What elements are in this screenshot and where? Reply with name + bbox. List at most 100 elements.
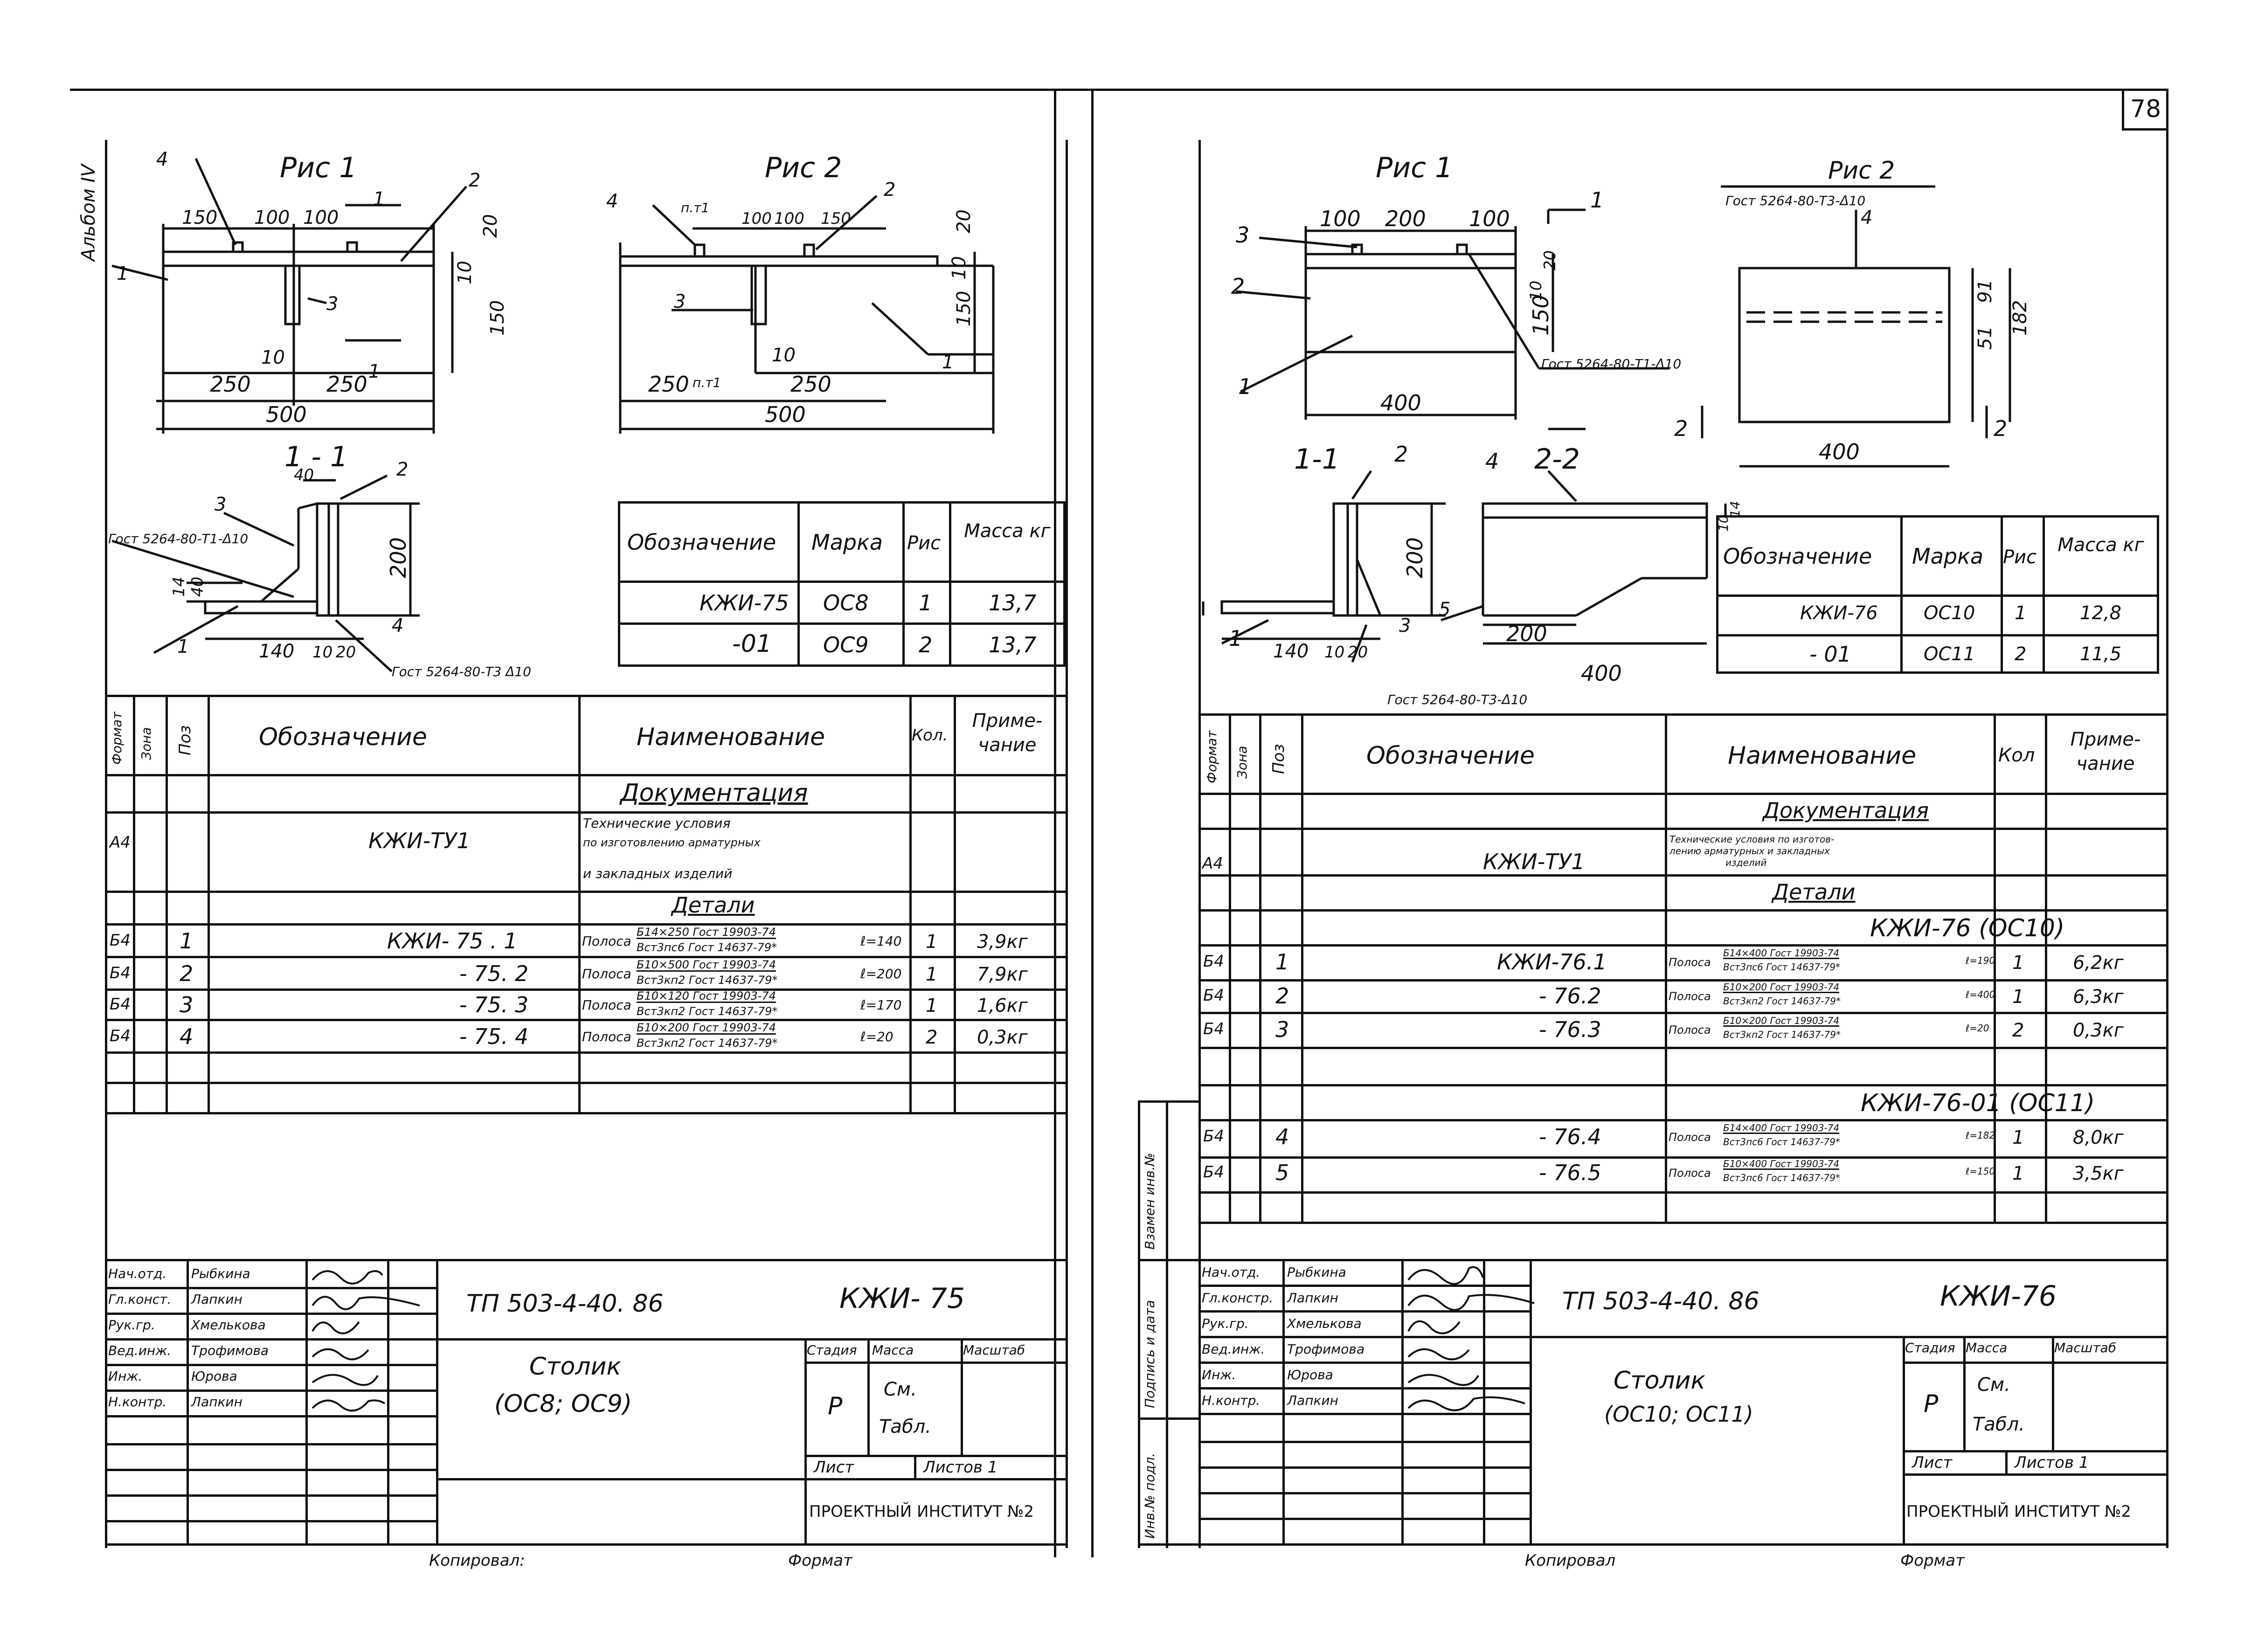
- right-spec-r5-name: Полоса: [1669, 1167, 1711, 1180]
- left-fig1-dim-100a: 100: [254, 207, 290, 228]
- left-spec-r1-len: ℓ=140: [860, 933, 902, 949]
- right-spec-r2-name: Полоса: [1669, 990, 1711, 1003]
- right-spec-r1-len: ℓ=190: [1966, 955, 1995, 966]
- left-stamp-role-6: Н.контр.: [108, 1394, 167, 1410]
- left-stamp-doc-code: ТП 503-4-40. 86: [466, 1290, 664, 1318]
- left-spec-doc-format: А4: [110, 833, 131, 852]
- left-section-gost2: Гост 5264-80-Т3 Δ10: [392, 664, 531, 679]
- right-stamp-copied: Копировал: [1525, 1551, 1616, 1570]
- left-stamp-mass-h: Масса: [872, 1342, 914, 1358]
- left-fig1-dim-10: 10: [454, 261, 476, 284]
- left-fig1-dim-500: 500: [266, 402, 307, 427]
- right-spec-h-designation: Обозначение: [1366, 742, 1535, 770]
- right-spec-h-note: Приме- чание: [2070, 729, 2141, 774]
- right-section2-dim-14: 14: [1727, 501, 1743, 518]
- left-fig2-dim-10b: 10: [772, 345, 796, 366]
- right-fig1-dim-100a: 100: [1320, 206, 1361, 231]
- right-stamp-stage-h: Стадия: [1905, 1340, 1955, 1355]
- left-fig1-section-mark: 1: [373, 188, 385, 210]
- right-section1-dim-20: 20: [1348, 643, 1368, 662]
- right-stamp-mass-1: См.: [1977, 1374, 2010, 1396]
- right-mass-r2-mass: 11,5: [2080, 643, 2122, 665]
- left-fig1-pos-2: 2: [469, 170, 480, 191]
- left-stamp-name-5: Юрова: [191, 1369, 237, 1384]
- right-fig2-section-right: 2: [1994, 416, 2007, 441]
- right-mass-h-mark: Марка: [1912, 544, 1984, 569]
- right-stamp-sheets: Листов 1: [2015, 1453, 2089, 1472]
- right-section1-gost: Гост 5264-80-Т3-Δ10: [1387, 692, 1527, 707]
- left-spec-r2-designation: - 75. 2: [459, 961, 529, 986]
- right-fig1-dim-400: 400: [1380, 390, 1421, 415]
- right-spec-r4-frac-bottom: Вст3пс6 Гост 14637-79*: [1723, 1136, 1840, 1147]
- left-spec-doc-name-1: Технические условия: [583, 816, 731, 831]
- left-fig2-pos-1: 1: [942, 352, 954, 373]
- right-fig2-dim-91: 91: [1974, 279, 1996, 303]
- left-fig1-pos-1: 1: [117, 263, 128, 284]
- right-fig1-dim-20: 20: [1541, 250, 1559, 270]
- right-fig2-dim-51: 51: [1974, 326, 1996, 350]
- left-spec-r2-frac-top: Б10×500 Гост 19903-74: [637, 958, 776, 972]
- left-fig2-pt2: п.т1: [693, 375, 721, 390]
- left-spec-r4-qty: 2: [926, 1027, 938, 1048]
- left-fig1-dim-20: 20: [480, 214, 501, 238]
- right-mass-r1-designation: КЖИ-76: [1800, 602, 1878, 624]
- right-mass-r2-mark: ОС11: [1924, 643, 1975, 665]
- left-fig1-dim-10b: 10: [261, 347, 285, 368]
- right-spec-r3-pos: 3: [1275, 1017, 1289, 1042]
- right-spec-doc-designation: КЖИ-ТУ1: [1483, 849, 1585, 874]
- right-spec-r1-note: 6,2кг: [2073, 952, 2124, 974]
- right-fig1-dim-100b: 100: [1469, 206, 1510, 231]
- left-mass-h-designation: Обозначение: [627, 530, 776, 555]
- left-mass-r2-designation: -01: [732, 630, 772, 658]
- right-side-label-signature: Подпись и дата: [1142, 1300, 1157, 1408]
- left-section-pos-3: 3: [215, 494, 226, 515]
- right-mass-r1-fig: 1: [2015, 602, 2027, 624]
- right-spec-h-pos: Поз: [1269, 744, 1288, 774]
- right-fig1-dim-10: 10: [1527, 281, 1545, 301]
- right-spec-r3-note: 0,3кг: [2073, 1020, 2124, 1041]
- right-fig1-pos-1: 1: [1238, 374, 1252, 399]
- right-mass-h-designation: Обозначение: [1723, 544, 1872, 569]
- left-mass-h-mass: Масса кг: [964, 520, 1051, 542]
- left-spec-r1-frac-top: Б14×250 Гост 19903-74: [637, 926, 776, 939]
- right-stamp-role-5: Инж.: [1202, 1367, 1236, 1382]
- right-section2-pos-5: 5: [1439, 599, 1450, 620]
- left-stamp-title: Столик: [529, 1353, 621, 1381]
- right-stamp-name-2: Лапкин: [1287, 1290, 1338, 1306]
- left-stamp-name-1: Рыбкина: [191, 1266, 250, 1281]
- left-section-dim-40: 40: [294, 466, 314, 484]
- right-stamp-role-3: Рук.гр.: [1202, 1316, 1249, 1331]
- right-spec-r5-frac-bottom: Вст3пс6 Гост 14637-79*: [1723, 1172, 1840, 1183]
- right-spec-r3-name: Полоса: [1669, 1023, 1711, 1037]
- right-spec-r4-len: ℓ=182: [1966, 1130, 1995, 1141]
- right-mass-r2-designation: - 01: [1809, 642, 1851, 667]
- left-spec-r4-frac-bottom: Вст3кп2 Гост 14637-79*: [637, 1037, 778, 1050]
- right-spec-r5-designation: - 76.5: [1539, 1160, 1601, 1185]
- left-stamp-copied: Копировал:: [429, 1551, 525, 1570]
- right-spec-r3-qty: 2: [2012, 1020, 2024, 1041]
- right-side-label-inv: Инв.№ подл.: [1142, 1452, 1157, 1539]
- right-spec-r1-designation: КЖИ-76.1: [1497, 949, 1607, 975]
- right-section1-title: 1-1: [1294, 443, 1340, 476]
- right-stamp-name-3: Хмелькова: [1287, 1316, 1362, 1331]
- left-mass-r1-fig: 1: [919, 590, 933, 615]
- left-spec-r4-note: 0,3кг: [977, 1027, 1028, 1048]
- right-fig2-dim-182: 182: [2009, 300, 2031, 336]
- right-section2-dim-200: 200: [1506, 621, 1547, 646]
- left-stamp-stage-h: Стадия: [807, 1342, 857, 1358]
- top-border-line: [70, 89, 2168, 91]
- right-spec-r1-pos: 1: [1275, 949, 1289, 975]
- right-spec-parts-heading: Детали: [1772, 879, 1856, 905]
- right-fig1-title: Рис 1: [1376, 152, 1453, 184]
- left-stamp-subtitle: (ОС8; ОС9): [494, 1390, 632, 1418]
- left-stamp-role-1: Нач.отд.: [108, 1266, 167, 1281]
- right-spec-doc-name-3: изделий: [1725, 857, 1767, 868]
- left-fig2-dim-20: 20: [953, 209, 975, 233]
- right-mass-r1-mass: 12,8: [2080, 602, 2122, 624]
- right-stamp-role-4: Вед.инж.: [1202, 1341, 1265, 1357]
- right-stamp-name-6: Лапкин: [1287, 1393, 1338, 1408]
- right-fig2-title: Рис 2: [1828, 157, 1895, 185]
- left-stamp-role-5: Инж.: [108, 1369, 143, 1384]
- left-spec-r4-designation: - 75. 4: [459, 1024, 529, 1049]
